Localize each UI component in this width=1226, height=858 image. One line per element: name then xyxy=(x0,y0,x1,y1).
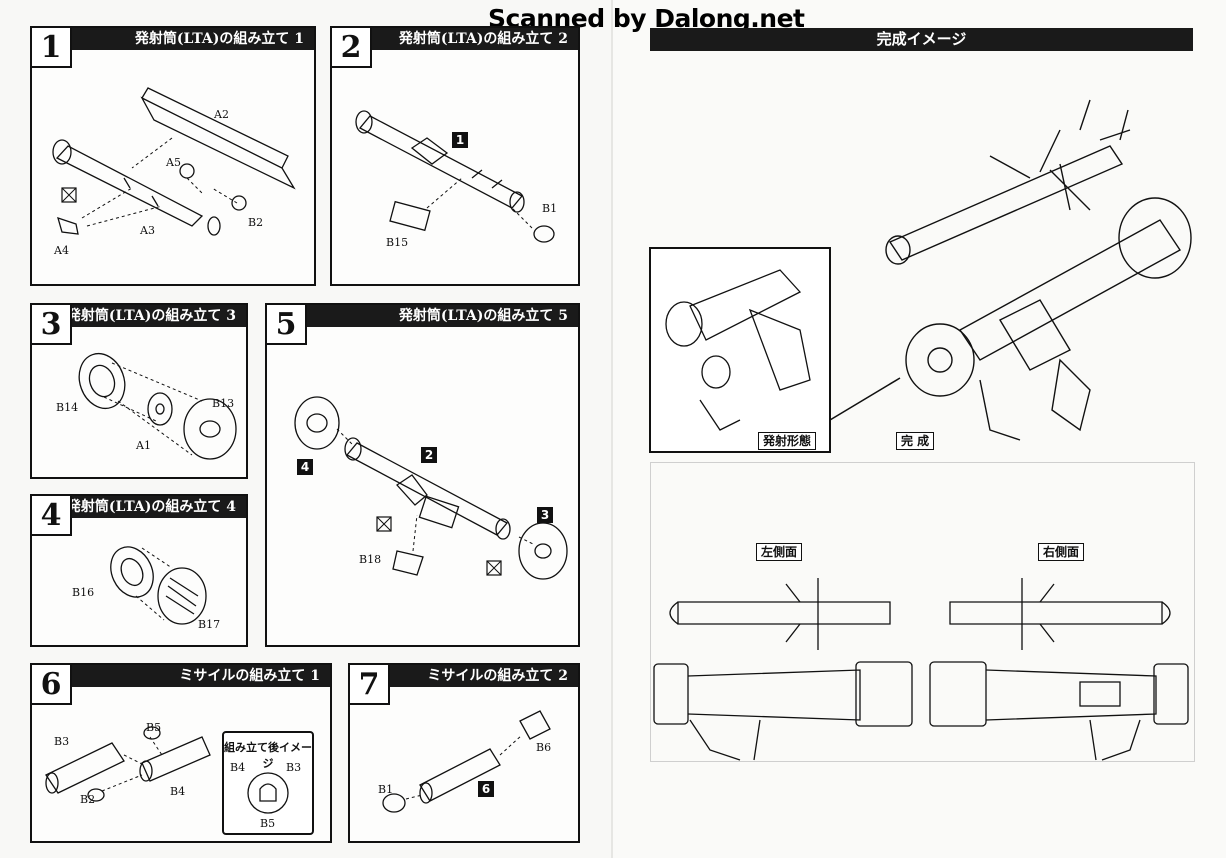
part-label: B5 xyxy=(146,721,162,734)
step-6-title: ミサイルの組み立て 1 xyxy=(32,665,330,687)
part-label: B3 xyxy=(54,735,70,748)
part-label: B13 xyxy=(212,397,235,410)
step-1-title: 発射筒(LTA)の組み立て 1 xyxy=(32,28,314,50)
complete-label: 完 成 xyxy=(896,432,935,450)
step-4-title: 発射筒(LTA)の組み立て 4 xyxy=(32,496,246,518)
step-2-ref-tag: 1 xyxy=(452,132,468,148)
step-5-number: 5 xyxy=(267,305,307,345)
step-5-title: 発射筒(LTA)の組み立て 5 xyxy=(267,305,578,327)
step-1-number: 1 xyxy=(32,28,72,68)
part-label: B4 xyxy=(170,785,186,798)
part-label: B2 xyxy=(248,216,264,229)
part-label: B3 xyxy=(286,761,302,774)
step-6-drawing xyxy=(45,726,211,802)
completion-drawing xyxy=(649,99,1192,453)
part-label: B5 xyxy=(260,817,276,830)
step-5-ref-tag: 2 xyxy=(421,447,437,463)
side-views-drawing xyxy=(653,578,1189,761)
left-view-label: 左側面 xyxy=(756,543,803,561)
step-1: 発射筒(LTA)の組み立て 1 1 A2 A5 B2 A3 A4 xyxy=(30,26,316,286)
part-label: B2 xyxy=(80,793,96,806)
part-label: B6 xyxy=(536,741,552,754)
step-7-drawing xyxy=(382,710,551,813)
step-6-number: 6 xyxy=(32,665,72,705)
page-fold xyxy=(611,0,613,858)
step-5: 発射筒(LTA)の組み立て 5 5 4 2 3 B18 xyxy=(265,303,580,647)
step-7-title: ミサイルの組み立て 2 xyxy=(350,665,578,687)
step-5-ref-tag: 3 xyxy=(537,507,553,523)
part-label: B4 xyxy=(230,761,246,774)
step-7-ref-tag: 6 xyxy=(478,781,494,797)
step-4-number: 4 xyxy=(32,496,72,536)
part-label: B1 xyxy=(542,202,558,215)
part-label: A1 xyxy=(136,439,151,452)
inset-title: 組み立て後イメージ xyxy=(224,741,312,770)
inset-drawing xyxy=(247,772,289,814)
step-2: 発射筒(LTA)の組み立て 2 2 1 B1 B15 xyxy=(330,26,580,286)
step-3-number: 3 xyxy=(32,305,72,345)
step-2-drawing xyxy=(355,110,555,243)
part-label: B18 xyxy=(359,553,382,566)
part-label: B15 xyxy=(386,236,409,249)
step-2-number: 2 xyxy=(332,28,372,68)
right-view-label: 右側面 xyxy=(1038,543,1085,561)
step-1-remove-icon xyxy=(61,187,77,203)
step-7-number: 7 xyxy=(350,665,390,705)
step-2-title: 発射筒(LTA)の組み立て 2 xyxy=(332,28,578,50)
step-5-drawing xyxy=(294,396,568,580)
step-3: 発射筒(LTA)の組み立て 3 3 B14 B13 A1 xyxy=(30,303,248,479)
side-views-panel xyxy=(650,462,1195,762)
part-label: A5 xyxy=(166,156,181,169)
part-label: B14 xyxy=(56,401,79,414)
assembled-image-inset: 組み立て後イメージ B4 B3 B5 xyxy=(222,731,314,835)
part-label: B17 xyxy=(198,618,221,631)
step-5-ref-tag: 4 xyxy=(297,459,313,475)
fire-mode-label: 発射形態 xyxy=(758,432,817,450)
step-3-title: 発射筒(LTA)の組み立て 3 xyxy=(32,305,246,327)
step-7: ミサイルの組み立て 2 7 6 B6 B1 xyxy=(348,663,580,843)
part-label: B16 xyxy=(72,586,95,599)
step-4-drawing xyxy=(110,546,207,625)
step-1-drawing xyxy=(52,87,296,236)
part-label: A2 xyxy=(214,108,229,121)
part-label: B1 xyxy=(378,783,394,796)
part-label: A3 xyxy=(140,224,155,237)
step-6: ミサイルの組み立て 1 6 B3 B5 B2 B4 組み立て後イメージ B4 B… xyxy=(30,663,332,843)
completion-header: 完成イメージ xyxy=(650,28,1193,51)
step-3-drawing xyxy=(78,352,237,460)
part-label: A4 xyxy=(54,244,69,257)
step-4: 発射筒(LTA)の組み立て 4 4 B16 B17 xyxy=(30,494,248,647)
